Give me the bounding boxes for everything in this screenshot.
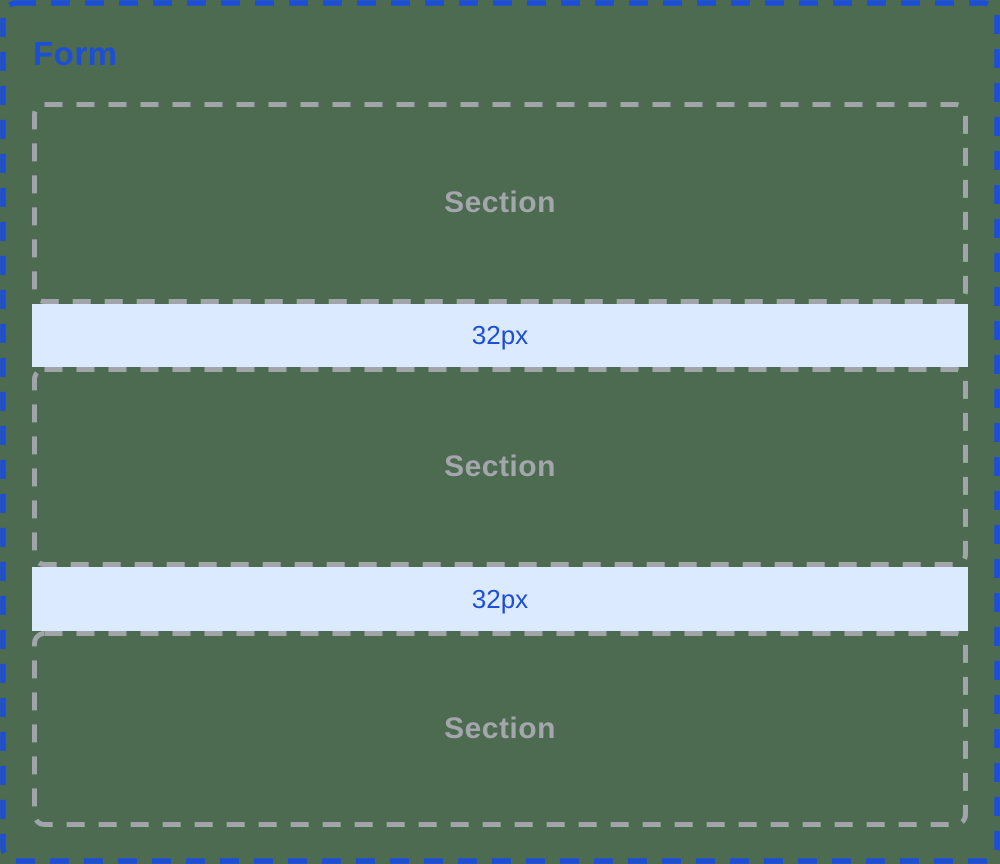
form-title: Form — [33, 35, 118, 72]
section-label-3: Section — [444, 712, 556, 745]
section-label-2: Section — [444, 450, 556, 483]
section-box-1: Section — [32, 102, 968, 304]
section-box-2: Section — [32, 367, 968, 567]
section-label-1: Section — [444, 186, 556, 219]
spacing-value-2: 32px — [471, 583, 529, 614]
spacing-indicator-2: 32px — [32, 567, 968, 631]
spacing-value-1: 32px — [471, 320, 529, 350]
spacing-indicator-1: 32px — [32, 304, 968, 367]
section-box-3: Section — [32, 631, 968, 827]
